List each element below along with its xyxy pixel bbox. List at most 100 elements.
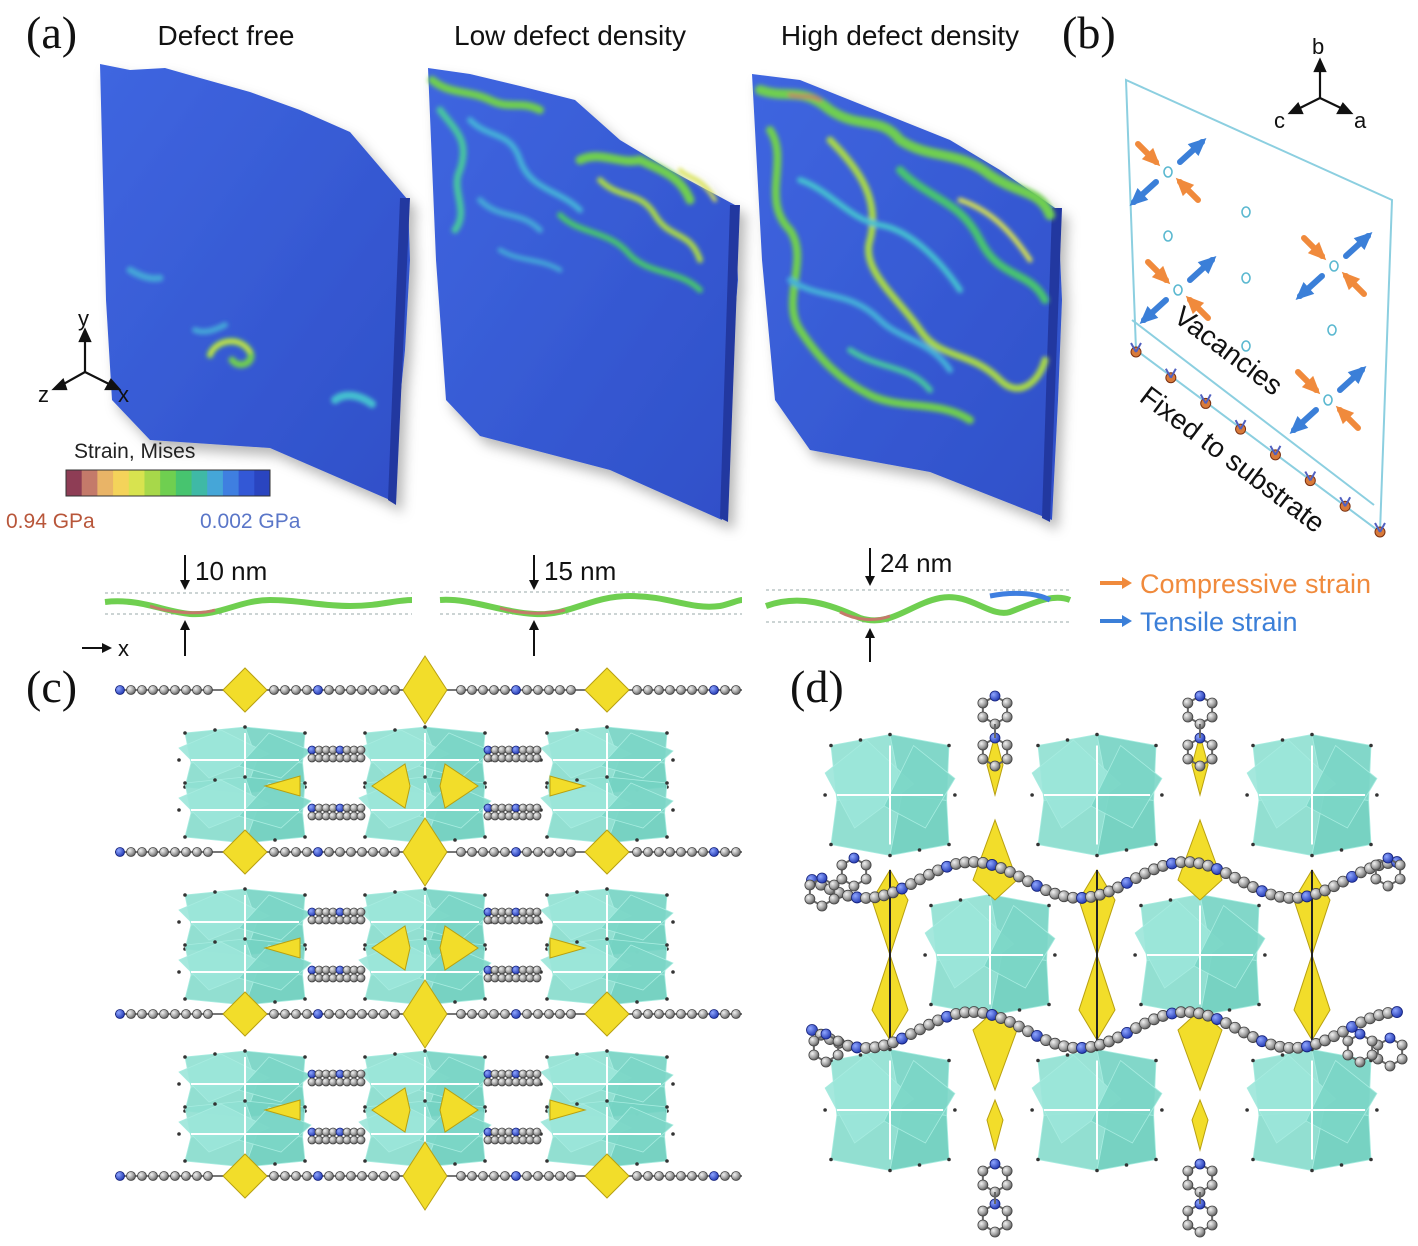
pyridine-ring — [1372, 1032, 1408, 1072]
oxygen-atom — [453, 1000, 457, 1004]
nitrogen-atom — [820, 1028, 832, 1040]
colorbar-swatch — [66, 470, 83, 496]
oxygen-atom — [635, 838, 639, 842]
sheet-low-defect — [428, 68, 740, 522]
substrate-bond — [1339, 496, 1347, 507]
carbon-atom — [356, 1127, 366, 1137]
oxygen-atom — [177, 920, 181, 924]
oxygen-atom — [1036, 842, 1040, 847]
carbon-atom — [632, 1171, 642, 1181]
substrate-bond — [1234, 419, 1242, 430]
strain-arrowhead — [1197, 255, 1217, 274]
colorbar-swatch — [207, 470, 224, 496]
oxygen-atom — [177, 970, 181, 974]
linker-polyhedron — [402, 655, 448, 725]
axis-b-label: b — [1312, 34, 1324, 59]
nitrogen-atom — [1391, 1006, 1403, 1018]
cluster-face — [600, 782, 674, 829]
nitrogen-atom — [1194, 690, 1206, 702]
oxygen-atom — [665, 1055, 669, 1059]
oxygen-atom — [1095, 1168, 1099, 1173]
carbon-atom — [456, 685, 466, 695]
oxygen-atom — [575, 728, 579, 732]
carbon-atom — [269, 685, 279, 695]
oxygen-atom — [1375, 1108, 1379, 1112]
colorbar-swatch — [222, 470, 240, 496]
carbon-atom — [181, 847, 191, 857]
oxygen-atom — [453, 838, 457, 842]
carbon-atom — [665, 1171, 675, 1181]
carbon-atom — [643, 685, 653, 695]
carbon-atom — [280, 685, 290, 695]
carbon-atom — [1001, 1179, 1013, 1191]
carbon-atom — [1206, 711, 1218, 723]
carbon-atom — [731, 685, 741, 695]
oxygen-atom — [243, 887, 247, 891]
oxygen-atom — [947, 743, 951, 748]
oxygen-atom — [183, 1105, 187, 1109]
carbon-atom — [357, 1009, 367, 1019]
carbon-atom — [533, 685, 543, 695]
sheet-defect-free — [100, 64, 410, 505]
carbon-atom — [280, 847, 290, 857]
carbon-atom — [489, 685, 499, 695]
oxygen-atom — [947, 1058, 951, 1063]
carbon-atom — [977, 697, 989, 709]
linker-polyhedron — [439, 1087, 479, 1133]
axis-x-label: x — [118, 382, 129, 407]
oxygen-atom — [1036, 1157, 1040, 1162]
linker-polyhedron — [584, 667, 630, 713]
substrate-bond — [1130, 342, 1137, 353]
oxygen-atom — [545, 1105, 549, 1109]
strain-arrowhead — [1187, 137, 1207, 156]
pyridine-ring — [804, 872, 840, 912]
linker-polyhedron — [263, 1099, 301, 1121]
carbon-atom — [356, 745, 366, 755]
profile-1: 10 nm — [104, 555, 413, 656]
oxygen-atom — [1251, 1157, 1255, 1162]
carbon-atom — [836, 873, 848, 885]
oxygen-atom — [958, 898, 963, 902]
carbon-atom — [1382, 880, 1394, 892]
oxygen-atom — [243, 775, 247, 779]
oxygen-atom — [1139, 1002, 1143, 1007]
colorbar-max-label: 0.94 GPa — [6, 510, 95, 533]
carbon-atom — [126, 847, 136, 857]
strain-arrowhead — [1307, 241, 1327, 261]
panel-b-label: (b) — [1062, 7, 1116, 58]
carbon-atom — [832, 1049, 844, 1061]
oxygen-atom — [183, 943, 187, 947]
metal-cluster — [1245, 1047, 1379, 1173]
oxygen-atom — [183, 1159, 187, 1163]
colorbar-swatch — [97, 470, 114, 496]
oxygen-atom — [1095, 853, 1099, 858]
oxygen-atom — [1375, 793, 1379, 797]
nitrogen-atom — [709, 1009, 719, 1019]
cluster-face — [1305, 1059, 1378, 1144]
oxygen-atom — [423, 1099, 427, 1103]
carbon-atom — [203, 847, 213, 857]
carbon-atom — [544, 1171, 554, 1181]
oxygen-atom — [671, 1082, 675, 1086]
carbon-atom — [467, 685, 477, 695]
colorbar-swatch — [191, 470, 208, 496]
colorbar-frame — [65, 469, 271, 497]
oxygen-atom — [483, 835, 487, 839]
carbon-atom — [698, 685, 708, 695]
carbon-atom — [533, 847, 543, 857]
carbon-atom — [181, 1009, 191, 1019]
nitrogen-atom — [1384, 1032, 1396, 1044]
carbon-atom — [654, 685, 664, 695]
carbon-atom — [533, 1009, 543, 1019]
oxygen-atom — [1133, 953, 1137, 957]
legend-compressive-label: Compressive strain — [1140, 569, 1371, 599]
cluster-face — [1090, 1059, 1163, 1144]
oxygen-atom — [1310, 853, 1314, 858]
carbon-atom — [126, 1009, 136, 1019]
oxygen-atom — [213, 1052, 217, 1056]
profile-3-label: 24 nm — [880, 548, 952, 578]
carbon-atom — [181, 1171, 191, 1181]
cluster-face — [238, 732, 312, 779]
carbon-atom — [1229, 871, 1241, 884]
linker-polyhedron — [371, 763, 411, 809]
